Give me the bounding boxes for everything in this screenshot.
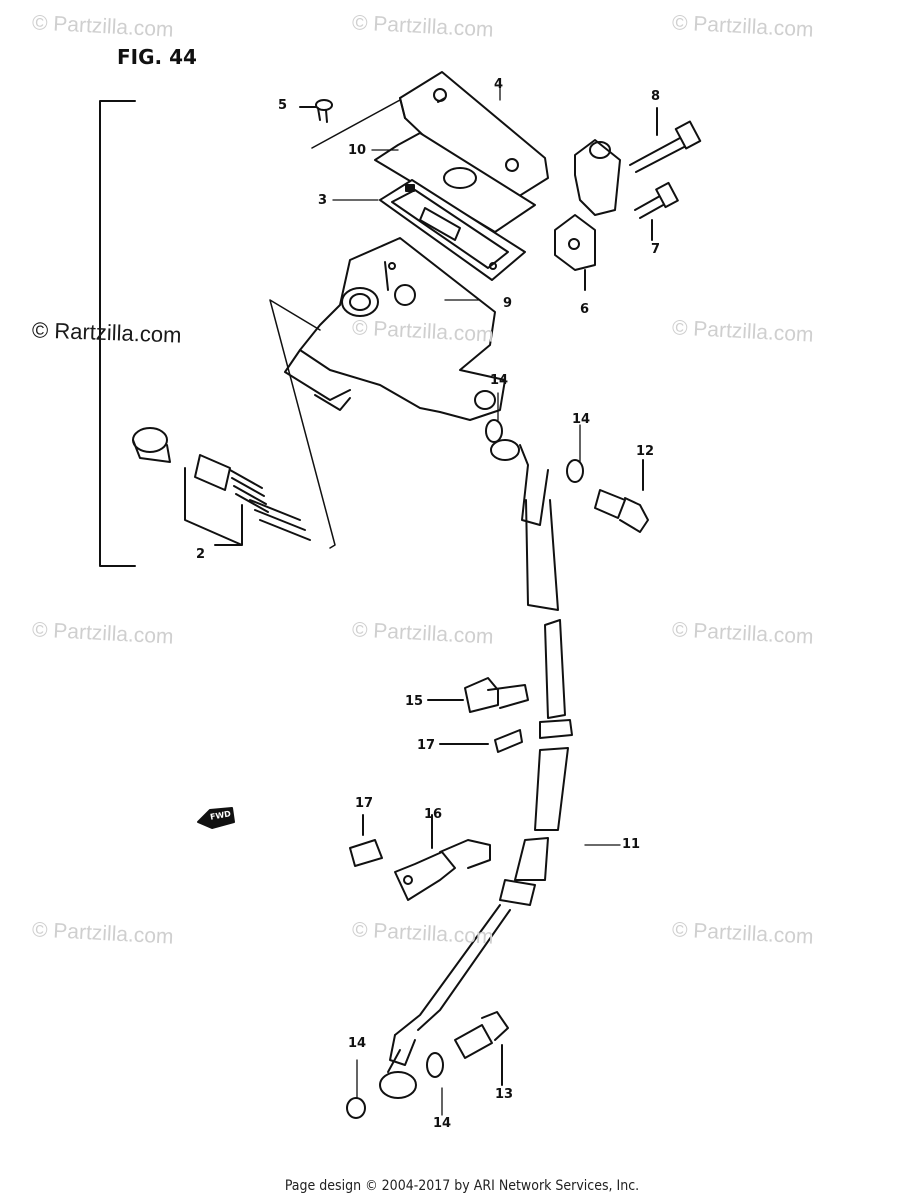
brake-hose xyxy=(379,439,573,1099)
washer-14d xyxy=(426,1052,444,1078)
callout-11: 11 xyxy=(622,837,641,852)
leader-lines xyxy=(332,81,621,1116)
callout-16: 16 xyxy=(424,807,443,822)
diaphragm xyxy=(379,179,526,281)
callout-15: 15 xyxy=(405,694,424,709)
callout-2: 2 xyxy=(196,547,206,562)
callout-14: 14 xyxy=(348,1036,367,1051)
watermark-dark: © Rartzilla.com xyxy=(31,317,182,348)
callout-14: 14 xyxy=(490,373,509,388)
screw-5 xyxy=(299,99,333,123)
callout-12: 12 xyxy=(636,444,655,459)
hose-clip-15 xyxy=(427,677,529,713)
washer-14c xyxy=(346,1097,366,1119)
fwd-arrow-icon xyxy=(197,807,235,829)
hose-bracket-16 xyxy=(394,814,491,901)
exploded-guide-lines xyxy=(269,99,401,549)
callout-13: 13 xyxy=(495,1087,514,1102)
screw-17a xyxy=(439,729,523,753)
callout-4: 4 xyxy=(494,77,504,92)
master-cylinder-body xyxy=(284,237,506,421)
figure-title: FIG. 44 xyxy=(117,45,197,69)
diaphragm-plate xyxy=(374,132,536,233)
footer-copyright: Page design © 2004-2017 by ARI Network S… xyxy=(284,1178,640,1194)
callout-9: 9 xyxy=(503,296,513,311)
bolt-7 xyxy=(634,181,679,241)
washer-14a xyxy=(485,419,503,443)
callout-5: 5 xyxy=(278,98,288,113)
callout-7: 7 xyxy=(651,242,661,257)
callout-17: 17 xyxy=(355,796,374,811)
callout-6: 6 xyxy=(580,302,590,317)
clamp-bracket xyxy=(554,139,621,291)
banjo-bolt-13 xyxy=(454,1011,509,1086)
piston-kit xyxy=(132,427,311,546)
callout-17: 17 xyxy=(417,738,436,753)
reservoir-cap xyxy=(399,71,549,209)
banjo-bolt-12 xyxy=(594,459,649,533)
callout-8: 8 xyxy=(651,89,661,104)
assembly-bracket xyxy=(99,100,136,567)
washer-14b xyxy=(566,459,584,483)
screw-17b xyxy=(349,814,383,867)
bolt-8 xyxy=(629,107,702,173)
callout-14: 14 xyxy=(433,1116,452,1131)
callout-10: 10 xyxy=(348,143,367,158)
callout-14: 14 xyxy=(572,412,591,427)
callout-3: 3 xyxy=(318,193,328,208)
